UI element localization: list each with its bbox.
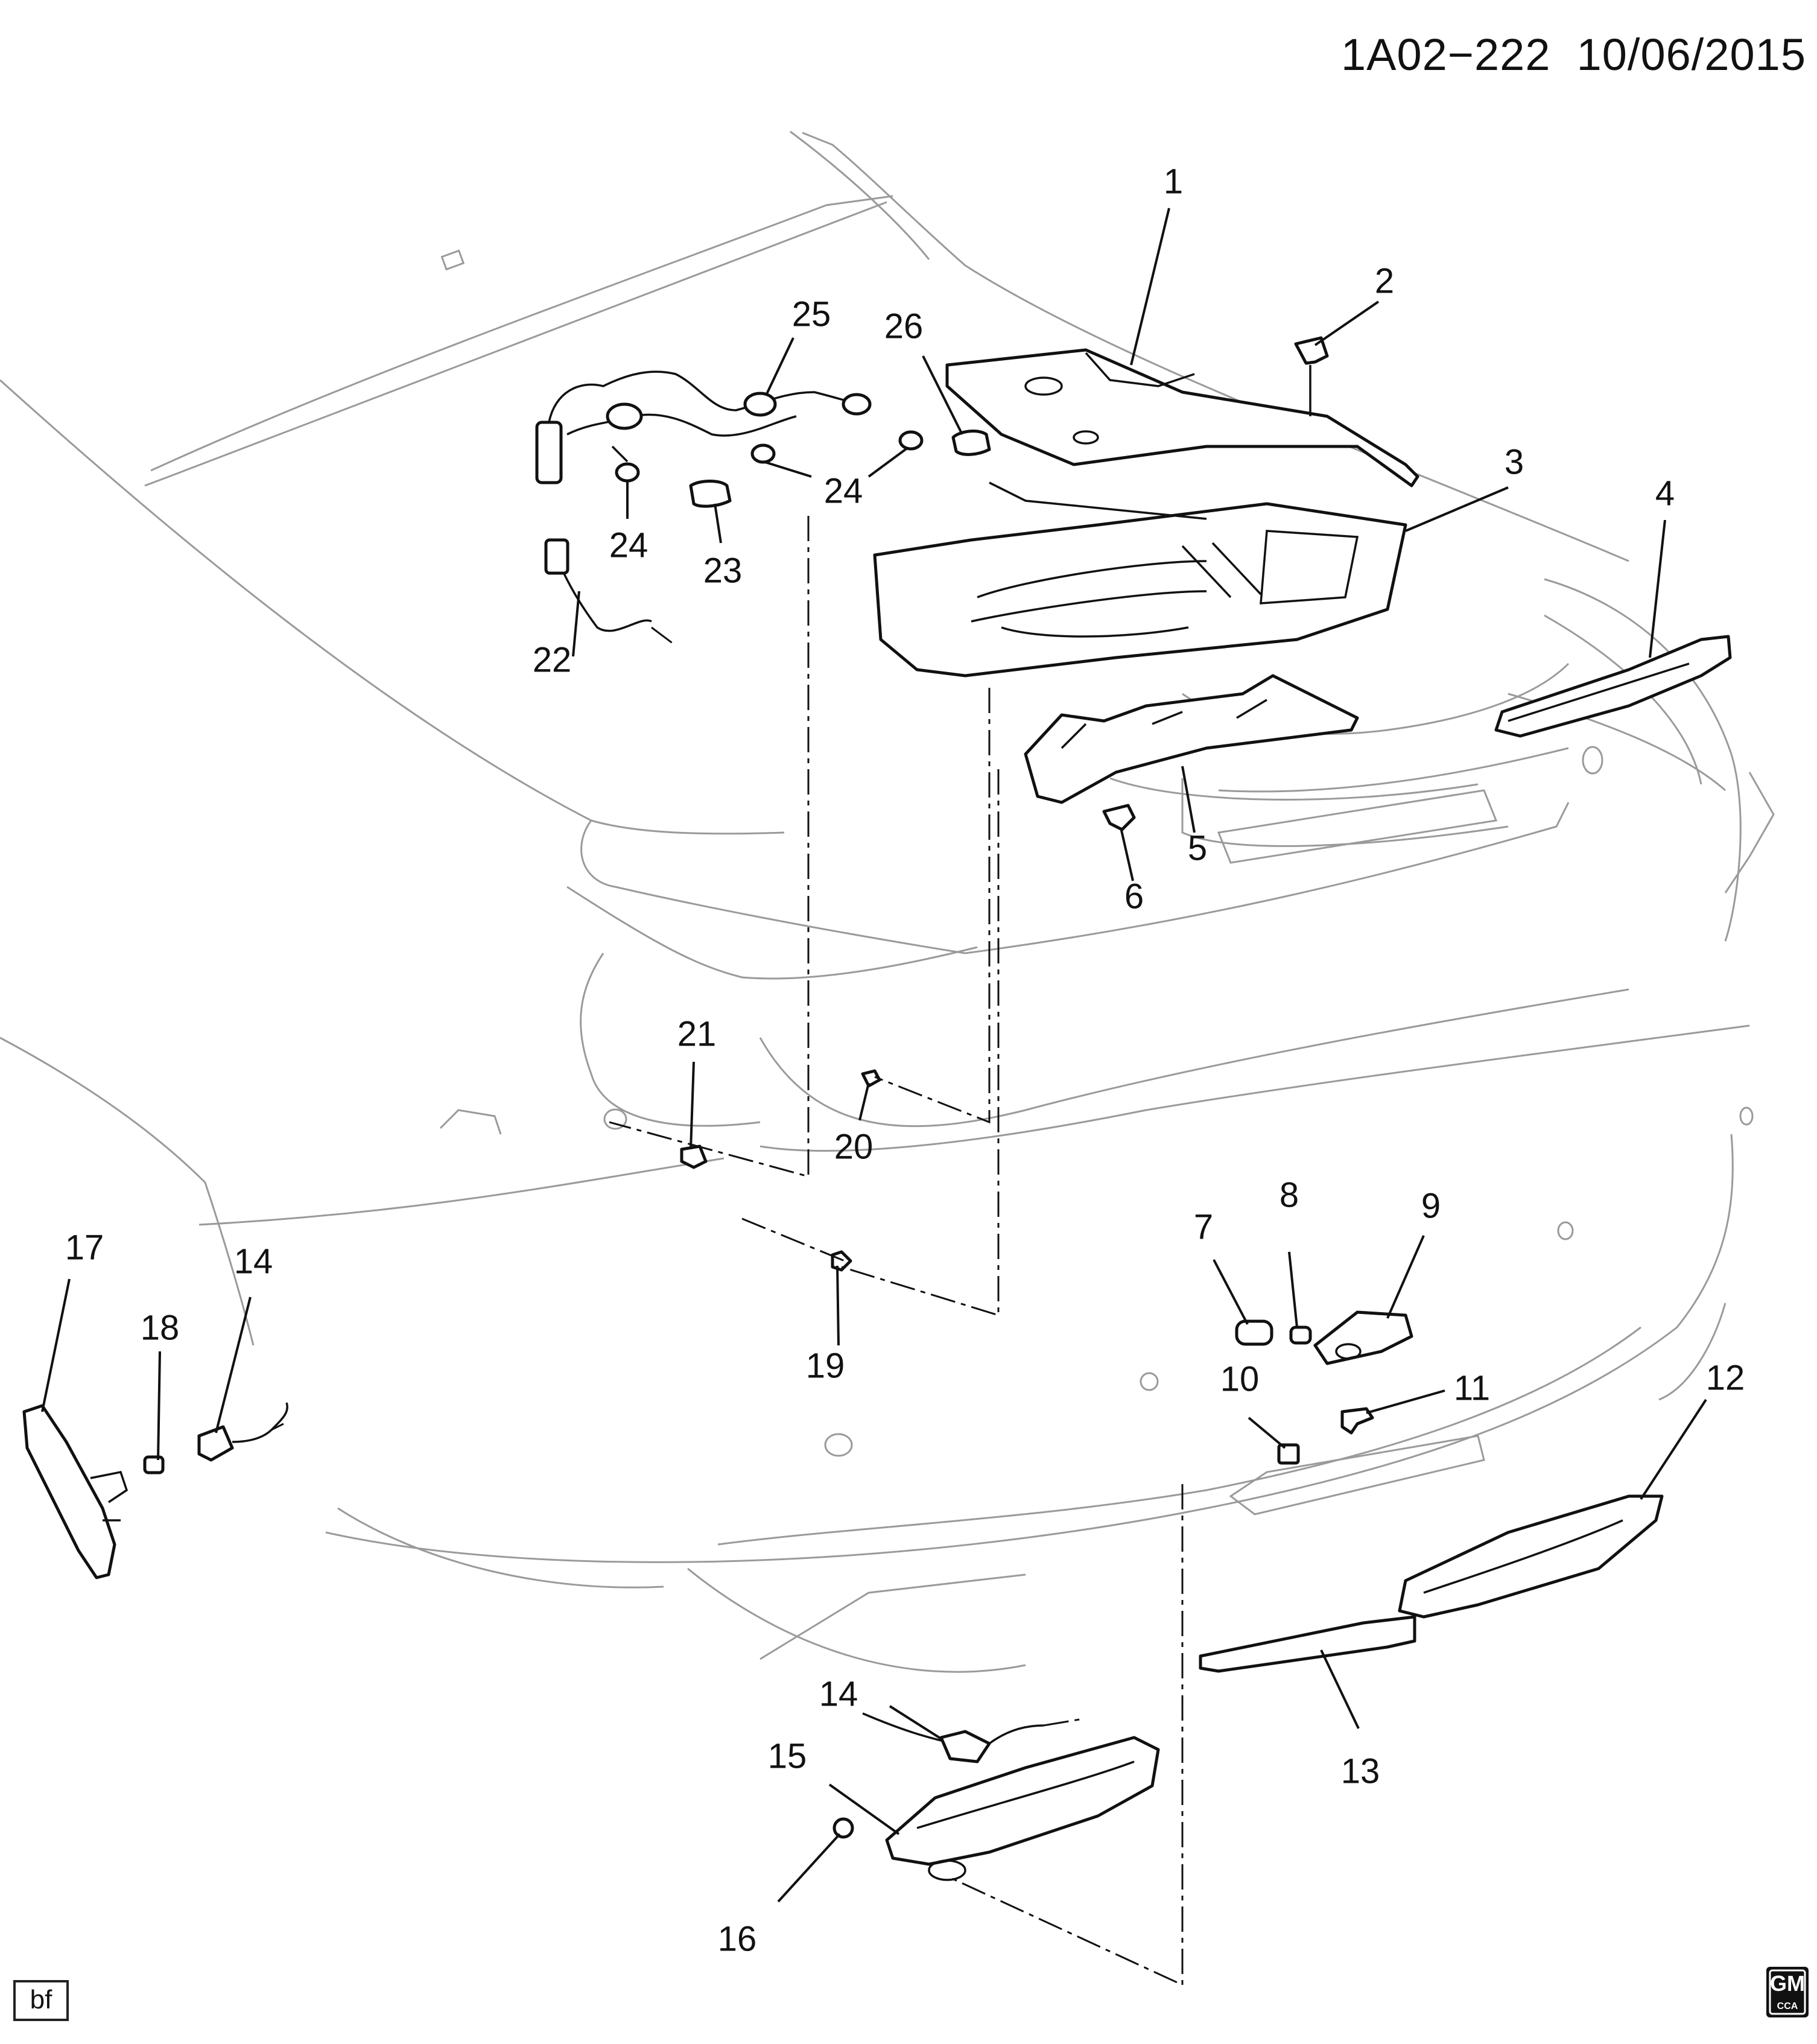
callout-24-right: 24 [824, 471, 863, 510]
part-clip-11 [1340, 1407, 1374, 1435]
part-reflector-12 [1398, 1494, 1664, 1619]
part-bulb-8 [1289, 1325, 1312, 1345]
part-nut-20 [861, 1069, 881, 1088]
part-bulb-7 [1235, 1319, 1273, 1346]
callout-19: 19 [806, 1346, 845, 1385]
part-fastener-19 [831, 1250, 852, 1272]
callout-7: 7 [1194, 1207, 1213, 1246]
callout-21: 21 [677, 1014, 717, 1053]
diagram-code: 1A02−222 10/06/2015 [1341, 29, 1806, 80]
callout-labels: 1 2 3 4 5 6 7 8 9 10 11 12 13 14 14 15 1… [65, 162, 1745, 1958]
diagram-date: 10/06/2015 [1576, 30, 1806, 80]
part-socket-harness-14-lower [862, 1712, 1044, 1763]
part-nut-16 [832, 1817, 854, 1839]
part-rear-spoiler-lamp-4 [1494, 635, 1732, 738]
callout-23: 23 [703, 551, 743, 590]
callout-1: 1 [1164, 162, 1183, 201]
callout-24-left: 24 [609, 525, 648, 565]
part-bulb-24 [615, 430, 924, 483]
callout-13: 13 [1341, 1751, 1380, 1791]
callout-3: 3 [1505, 442, 1524, 481]
part-back-up-lamp-15 [885, 1736, 1160, 1881]
callout-10: 10 [1220, 1359, 1260, 1398]
callout-17: 17 [65, 1228, 104, 1267]
part-grommet-21 [680, 1144, 708, 1169]
callout-15: 15 [768, 1736, 807, 1776]
callout-8: 8 [1280, 1175, 1299, 1214]
part-bulb-23 [689, 480, 732, 508]
callout-20: 20 [834, 1127, 874, 1166]
part-reflector-13 [1199, 1615, 1416, 1673]
part-wiring-harness-22-25 [535, 370, 872, 632]
callout-4: 4 [1655, 474, 1675, 513]
callout-2: 2 [1375, 261, 1394, 300]
callout-25: 25 [792, 294, 831, 334]
callout-12: 12 [1706, 1358, 1745, 1397]
part-retainer-2 [1294, 336, 1329, 416]
part-bulb-18 [143, 1455, 165, 1474]
part-bolt-6 [1102, 804, 1136, 831]
part-bracket-5 [1024, 674, 1359, 804]
callout-5: 5 [1188, 828, 1207, 868]
diagram-number: 1A02−222 [1340, 30, 1551, 80]
gm-cca-logo: GM CCA [1766, 1967, 1809, 2017]
part-nut-10 [1277, 1443, 1300, 1465]
gm-logo-text: GM [1770, 1971, 1805, 1996]
part-license-lamp-9 [1313, 1310, 1413, 1365]
author-tag: bf [13, 1980, 69, 2021]
callout-22: 22 [533, 640, 572, 679]
part-bulb-26 [951, 430, 991, 456]
part-rear-closeout-panel [945, 348, 1419, 487]
callout-6: 6 [1124, 877, 1144, 916]
callout-14-upper: 14 [234, 1242, 273, 1281]
cca-logo-text: CCA [1777, 2001, 1798, 2011]
phantom-lines [271, 516, 1184, 1987]
callout-11: 11 [1454, 1368, 1490, 1408]
callout-26: 26 [884, 306, 924, 346]
callout-9: 9 [1421, 1186, 1441, 1225]
callout-18: 18 [141, 1308, 180, 1347]
leader-lines [41, 208, 1707, 1903]
part-high-mount-stop-lamp-3 [873, 481, 1407, 678]
part-socket-harness-14-upper [197, 1402, 288, 1462]
callout-16: 16 [718, 1919, 757, 1958]
part-side-marker-17 [22, 1404, 128, 1579]
callout-14-lower: 14 [819, 1674, 858, 1713]
vehicle-body-outline [0, 130, 1775, 1673]
